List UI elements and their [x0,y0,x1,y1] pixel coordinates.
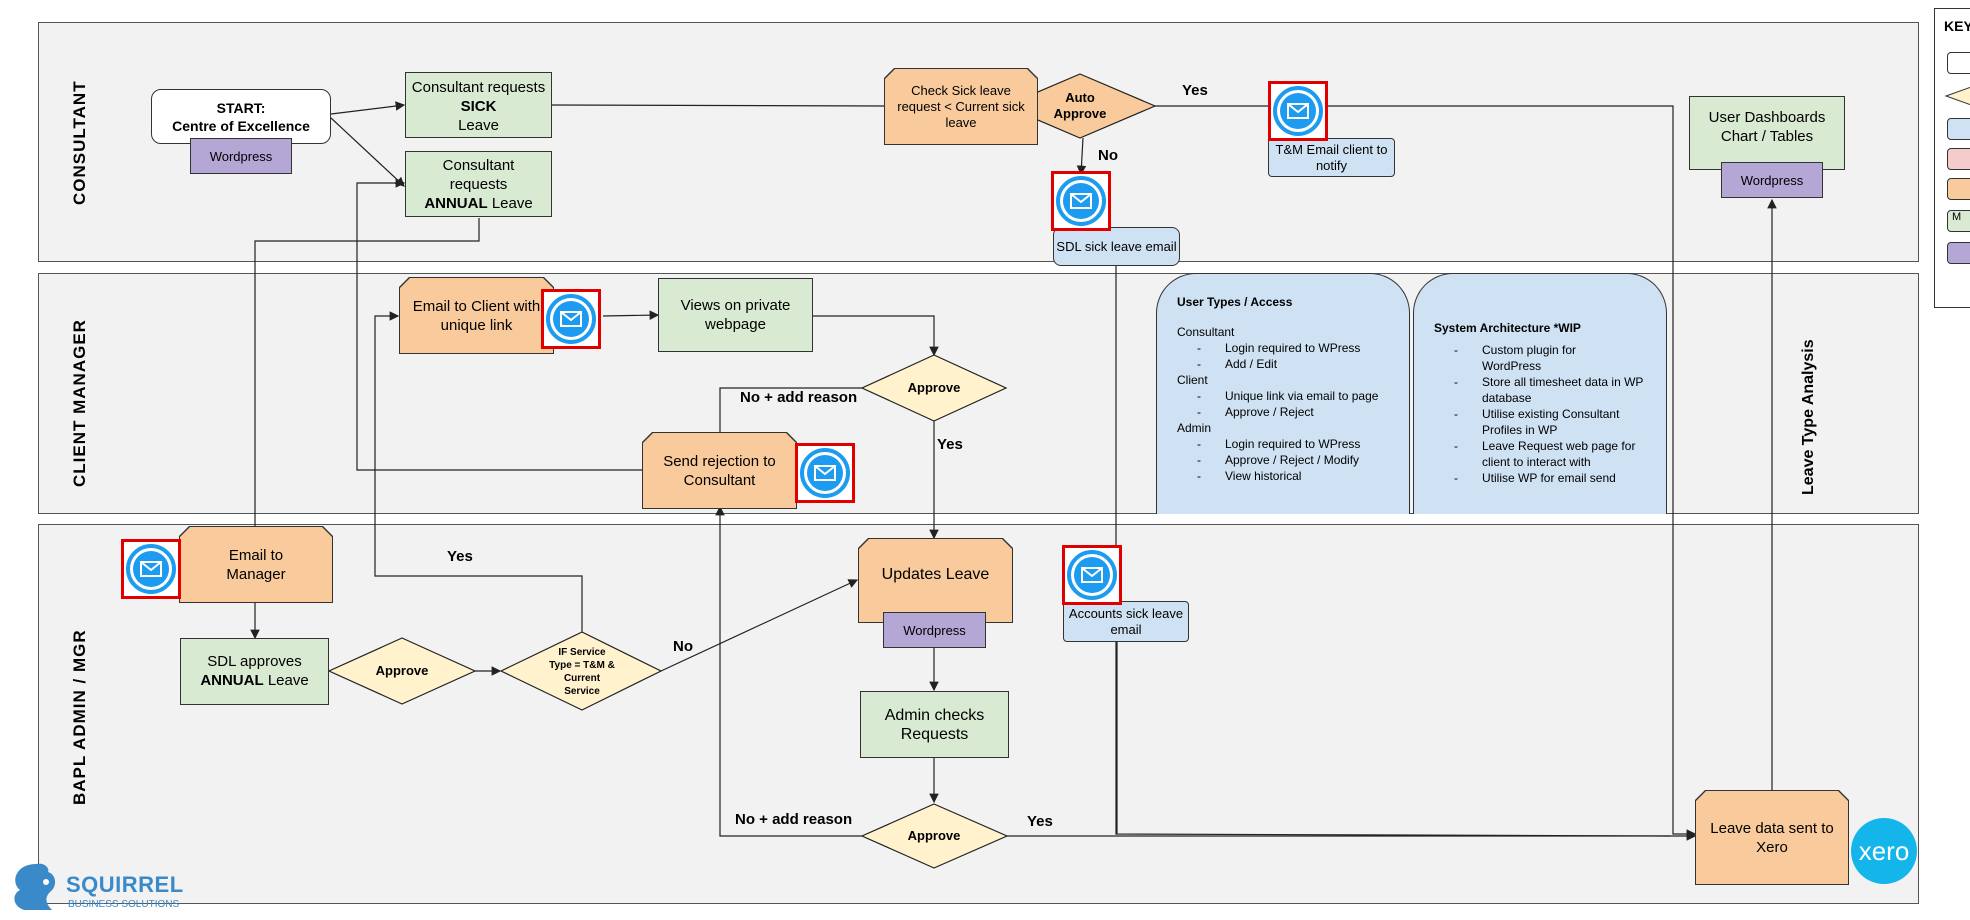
system-architecture-panel: System Architecture *WIP -Custom plugin … [1413,273,1667,514]
edge-no-reason-cm: No + add reason [740,389,858,406]
user-dashboards-node: User Dashboards Chart / Tables [1689,96,1845,170]
edge-no-reason-admin: No + add reason [735,811,853,828]
views-private-webpage: Views on private webpage [658,278,813,352]
annual-request-text: Consultant requests [442,157,515,193]
key-swatch-pink [1947,148,1970,170]
annual-leave-request: Consultant requests ANNUAL Leave [405,151,552,217]
lane-label-bapl-admin: BAPL ADMIN / MGR [70,629,89,805]
key-green-letter: M [1952,211,1962,223]
client-item-1: -Unique link via email to page [1197,389,1379,403]
squirrel-logo-sub: BUSINESS SOLUTIONS [68,899,180,910]
arch-item-1: -Custom plugin for WordPress [1454,343,1577,373]
annual-request-tail: Leave [491,195,533,212]
if-service-label: IF Service Type = T&M & Current Service [549,647,615,697]
sick-request-text: Consultant requests [411,79,546,96]
system-arch-title: System Architecture *WIP [1434,321,1581,335]
admin-item-2: -Approve / Reject / Modify [1197,453,1360,467]
key-swatch-white [1947,52,1970,74]
admin-item-3: -View historical [1197,469,1302,483]
key-swatch-diamond [1944,86,1970,106]
sdl-sick-leave-email-node: SDL sick leave email [1053,227,1180,266]
check-sick-leave: Check Sick leave request < Current sick … [884,68,1038,145]
arch-item-4: -Leave Request web page for client to in… [1454,439,1636,469]
sick-leave-request: Consultant requests SICK Leave [405,72,552,138]
admin-checks-requests: Admin checks Requests [860,691,1009,758]
arch-item-2: -Store all timesheet data in WP database [1454,375,1644,405]
email-to-client: Email to Client with unique link [399,277,554,354]
user-dashboards-wordpress-tag: Wordpress [1721,162,1823,198]
edge-yes-cm: Yes [937,436,963,453]
edge-yes-admin: Yes [1027,813,1053,830]
admin-approve-label: Approve [907,828,961,843]
updates-leave-wordpress-tag: Wordpress [883,612,986,648]
check-sick-leave-text: Check Sick leave request < Current sick … [885,69,1037,144]
leave-data-to-xero-text: Leave data sent to Xero [1696,791,1848,884]
arch-item-3: -Utilise existing Consultant Profiles in… [1454,407,1620,437]
group-consultant: Consultant [1177,325,1235,339]
squirrel-logo-icon [14,863,56,910]
lane-label-client-manager: CLIENT MANAGER [70,319,89,487]
group-client: Client [1177,373,1208,387]
accounts-sick-leave-email-node: Accounts sick leave email [1063,601,1189,642]
send-rejection-text: Send rejection to Consultant [643,433,796,508]
admin-item-1: -Login required to WPress [1197,437,1361,451]
start-title: START: [216,99,266,116]
email-icon [1268,81,1328,141]
sdl-approves-tail: Leave [267,672,309,689]
client-item-2: -Approve / Reject [1197,405,1314,419]
squirrel-logo-text: SQUIRREL [66,872,184,897]
key-swatch-green: M [1947,210,1970,232]
edge-yes-auto: Yes [1182,82,1208,99]
start-subtitle: Centre of Excellence [172,117,310,134]
lane-label-consultant: CONSULTANT [70,80,89,205]
xero-logo-icon: xero [1851,818,1917,884]
edge-no-if: No [673,638,693,655]
email-to-client-text: Email to Client with unique link [400,278,553,353]
arch-item-5: -Utilise WP for email send [1454,471,1616,485]
key-swatch-purple [1947,242,1970,264]
edge-yes-if: Yes [447,548,473,565]
key-swatch-orange [1947,178,1970,200]
updates-leave-text: Updates Leave [859,539,1012,622]
user-types-panel: User Types / Access Consultant -Login re… [1156,273,1410,514]
sdl-approves-bold: ANNUAL [200,672,264,689]
group-admin: Admin [1177,421,1212,435]
email-icon [1062,545,1122,605]
email-icon [541,289,601,349]
leave-data-to-xero: Leave data sent to Xero [1695,790,1849,885]
tm-email-client-node: T&M Email client to notify [1268,138,1395,177]
user-types-title: User Types / Access [1177,295,1293,309]
start-wordpress-tag: Wordpress [190,138,292,174]
leave-type-analysis-label: Leave Type Analysis [1800,339,1817,495]
updates-leave: Updates Leave [858,538,1013,623]
email-to-manager-text: Email to Manager [180,527,332,602]
email-to-manager: Email to Manager [179,526,333,603]
consultant-item-2: -Add / Edit [1197,357,1278,371]
sick-request-bold: SICK [460,98,497,115]
sdl-approves-text: SDL approves [207,653,302,670]
auto-approve-label: Auto Approve [1053,90,1107,121]
cm-approve-label: Approve [907,380,961,395]
start-node: START: Centre of Excellence [151,89,331,144]
annual-request-bold: ANNUAL [424,195,488,212]
sick-request-tail: Leave [458,117,499,134]
send-rejection: Send rejection to Consultant [642,432,797,509]
email-icon [795,443,855,503]
edge-no-auto: No [1098,147,1118,164]
email-icon [1051,171,1111,231]
sdl-approves-annual: SDL approves ANNUAL Leave [180,638,329,705]
email-icon [121,539,181,599]
bapl-approve-label: Approve [375,663,429,678]
consultant-item-1: -Login required to WPress [1197,341,1361,355]
key-swatch-blue [1947,118,1970,140]
key-title: KEY [1944,18,1970,34]
